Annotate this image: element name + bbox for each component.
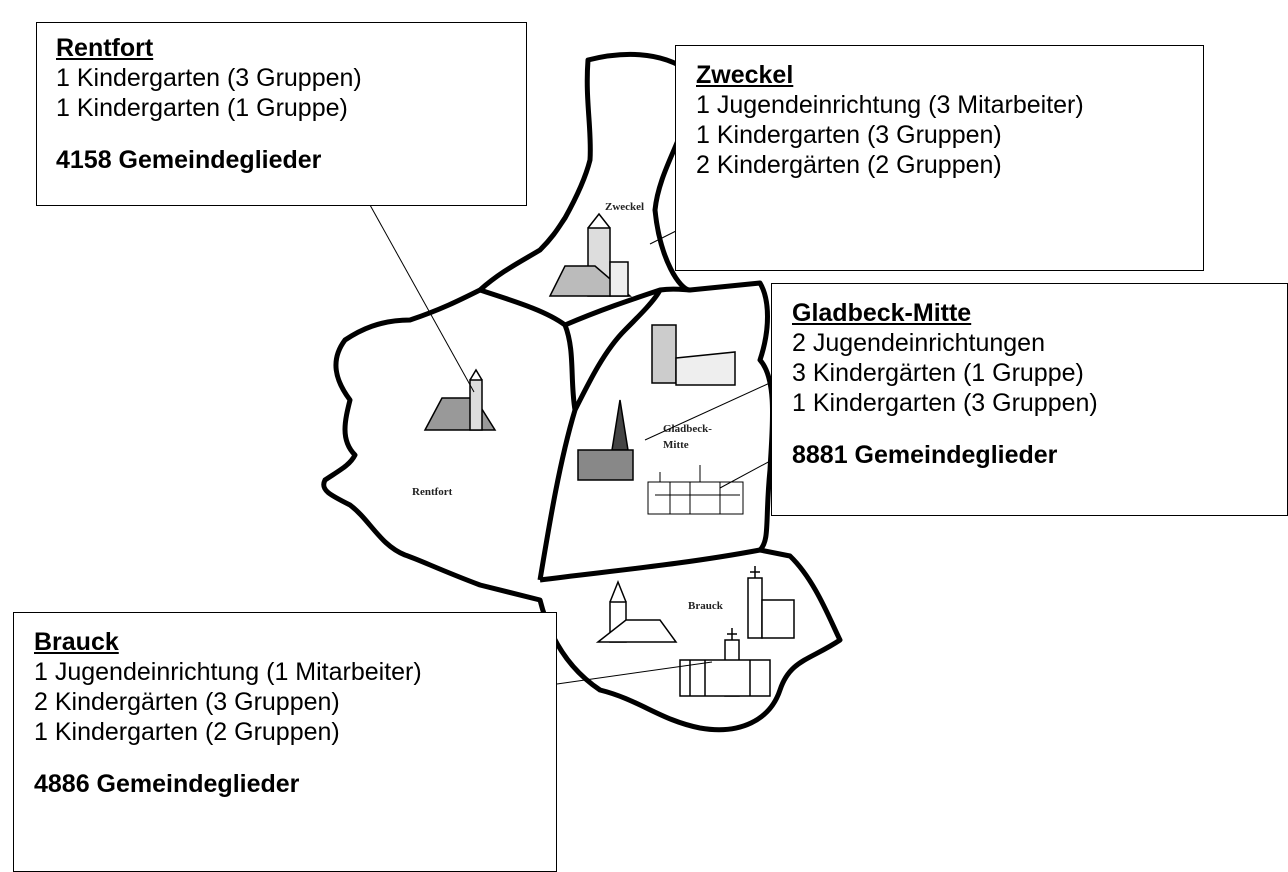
map-label-gladbeck-line2: Mitte xyxy=(663,439,689,451)
border-zweckel-gladbeck xyxy=(564,286,691,328)
member-count-gladbeck-mitte: 8881 Gemeindeglieder xyxy=(792,441,1058,469)
district-title-rentfort: Rentfort xyxy=(56,34,154,62)
facility-item: 1 Kindergarten (3 Gruppen) xyxy=(56,64,362,92)
info-box-zweckel: Zweckel 1 Jugendeinrichtung (3 Mitarbeit… xyxy=(675,45,1204,271)
facility-list-rentfort: 1 Kindergarten (3 Gruppen) 1 Kindergarte… xyxy=(56,63,526,123)
map-label-rentfort: Rentfort xyxy=(412,486,453,498)
facility-item: 1 Kindergarten (3 Gruppen) xyxy=(696,121,1002,149)
church-icon-gladbeck-top xyxy=(651,324,736,386)
leader-line-gladbeck-1 xyxy=(644,381,773,441)
facility-item: 1 Kindergarten (2 Gruppen) xyxy=(34,718,340,746)
facility-item: 2 Kindergärten (2 Gruppen) xyxy=(696,151,1002,179)
leader-line-brauck xyxy=(556,661,713,685)
facility-item: 2 Kindergärten (3 Gruppen) xyxy=(34,688,340,716)
church-icon-rentfort xyxy=(423,368,497,431)
facility-item: 1 Kindergarten (1 Gruppe) xyxy=(56,94,348,122)
facility-item: 1 Jugendeinrichtung (3 Mitarbeiter) xyxy=(696,91,1084,119)
facility-item: 3 Kindergärten (1 Gruppe) xyxy=(792,359,1084,387)
facility-item: 1 Jugendeinrichtung (1 Mitarbeiter) xyxy=(34,658,422,686)
border-rentfort-gladbeck xyxy=(537,288,663,581)
church-icon-gladbeck-bottom xyxy=(647,465,744,515)
church-icon-brauck-left xyxy=(595,579,678,643)
district-title-gladbeck-mitte: Gladbeck-Mitte xyxy=(792,299,972,327)
leader-line-gladbeck-2 xyxy=(719,459,773,489)
info-box-gladbeck-mitte: Gladbeck-Mitte 2 Jugendeinrichtungen 3 K… xyxy=(771,283,1288,516)
facility-list-zweckel: 1 Jugendeinrichtung (3 Mitarbeiter) 1 Ki… xyxy=(696,90,1096,180)
district-title-brauck: Brauck xyxy=(34,628,119,656)
map-label-brauck: Brauck xyxy=(688,600,724,612)
leader-line-rentfort xyxy=(369,204,475,393)
church-icon-zweckel xyxy=(548,212,633,297)
church-icon-gladbeck-left xyxy=(577,399,634,481)
member-count-rentfort: 4158 Gemeindeglieder xyxy=(56,146,322,174)
map-label-zweckel: Zweckel xyxy=(605,201,644,213)
facility-item: 1 Kindergarten (3 Gruppen) xyxy=(792,389,1098,417)
district-title-zweckel: Zweckel xyxy=(696,61,794,89)
member-count-brauck: 4886 Gemeindeglieder xyxy=(34,770,300,798)
facility-list-brauck: 1 Jugendeinrichtung (1 Mitarbeiter) 2 Ki… xyxy=(34,657,556,747)
facility-item: 2 Jugendeinrichtungen xyxy=(792,329,1045,357)
church-icon-brauck-right xyxy=(747,566,795,639)
info-box-rentfort: Rentfort 1 Kindergarten (3 Gruppen) 1 Ki… xyxy=(36,22,527,206)
info-box-brauck: Brauck 1 Jugendeinrichtung (1 Mitarbeite… xyxy=(13,612,557,872)
facility-list-gladbeck-mitte: 2 Jugendeinrichtungen 3 Kindergärten (1 … xyxy=(792,328,1287,418)
map-label-gladbeck-line1: Gladbeck- xyxy=(663,423,712,435)
church-icon-brauck-bottom xyxy=(679,628,771,697)
border-brauck xyxy=(539,547,761,583)
